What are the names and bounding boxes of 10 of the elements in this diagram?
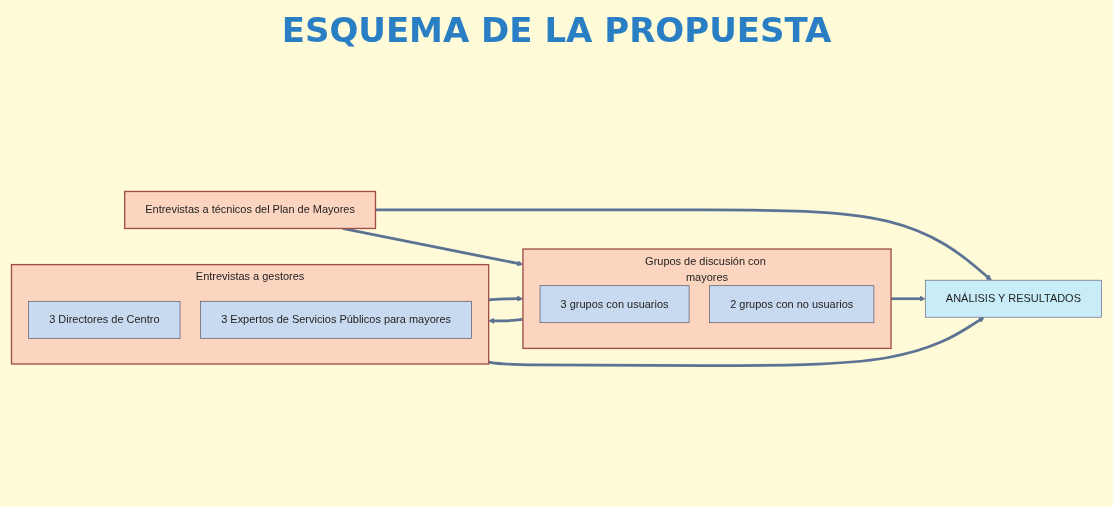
- node-box: Entrevistas a técnicos del Plan de Mayores: [124, 190, 377, 230]
- node-box: 3 Expertos de Servicios Públicos para mayores: [200, 300, 472, 339]
- diagram-title: ESQUEMA DE LA PROPUESTA: [281, 10, 832, 50]
- arrow: [891, 295, 926, 302]
- node-box: ANÁLISIS Y RESULTADOS: [924, 279, 1102, 318]
- arrow: [488, 316, 985, 367]
- arrow: [375, 208, 992, 281]
- node-box: 3 grupos con usuarios: [539, 285, 690, 324]
- node-box: 2 grupos con no usuarios: [709, 285, 875, 324]
- node-box: 3 Directores de Centro: [28, 300, 181, 339]
